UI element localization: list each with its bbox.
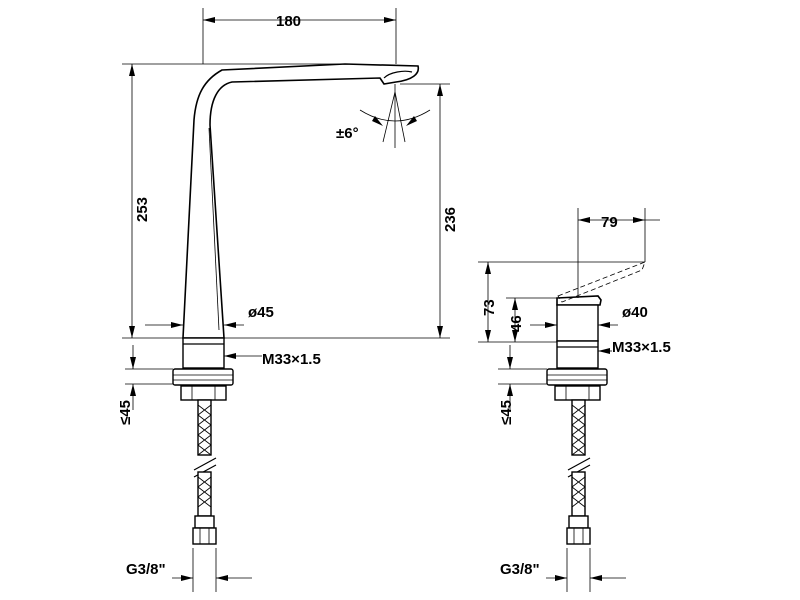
mixer-collar — [556, 340, 599, 369]
mixer-body — [556, 304, 599, 342]
spout-diameter-label: ø45 — [248, 304, 274, 321]
mixer-dimensions: 79 73 46 ø40 M33×1.5 ≤45 — [478, 208, 671, 592]
mixer-hose-upper — [571, 399, 586, 456]
spout-deck-nut — [172, 368, 234, 386]
spout-dimensions: 180 253 236 ±6° ø45 M33×1.5 — [117, 8, 459, 592]
spout-hose-upper — [197, 399, 212, 456]
mixer-deck-nut — [546, 368, 608, 386]
mixer-hose-lower — [571, 471, 586, 517]
mixer-hose-label: G3/8" — [500, 561, 540, 578]
mixer-hose-fitting — [568, 515, 589, 529]
mixer-lever — [556, 295, 602, 306]
spout-body — [182, 63, 420, 339]
spout-outlet-height-label: 236 — [442, 207, 459, 232]
mixer-lever-raised — [557, 261, 646, 303]
spout-hose-lower — [197, 471, 212, 517]
spout-hose-label: G3/8" — [126, 561, 166, 578]
mixer-height-label: 73 — [481, 299, 498, 316]
spout-tap-drawing — [172, 63, 420, 545]
mixer-thread-label: M33×1.5 — [612, 339, 671, 356]
spout-reach-label: 180 — [276, 13, 301, 30]
spout-thread-label: M33×1.5 — [262, 351, 321, 368]
spout-height-label: 253 — [134, 197, 151, 222]
mixer-body-height-label: 46 — [508, 315, 525, 332]
mixer-diameter-label: ø40 — [622, 304, 648, 321]
mixer-reach-label: 79 — [601, 214, 618, 231]
spout-collar — [182, 337, 225, 369]
spout-deck-label: ≤45 — [117, 400, 134, 425]
mixer-lock-nut — [554, 385, 601, 401]
spout-outlet — [383, 70, 413, 79]
mixer-deck-label: ≤45 — [498, 400, 515, 425]
spout-hose-fitting — [194, 515, 215, 529]
spout-highlight — [208, 127, 220, 331]
spout-lock-nut — [180, 385, 227, 401]
mixer-drawing — [546, 261, 646, 545]
spout-angle-label: ±6° — [336, 125, 359, 142]
